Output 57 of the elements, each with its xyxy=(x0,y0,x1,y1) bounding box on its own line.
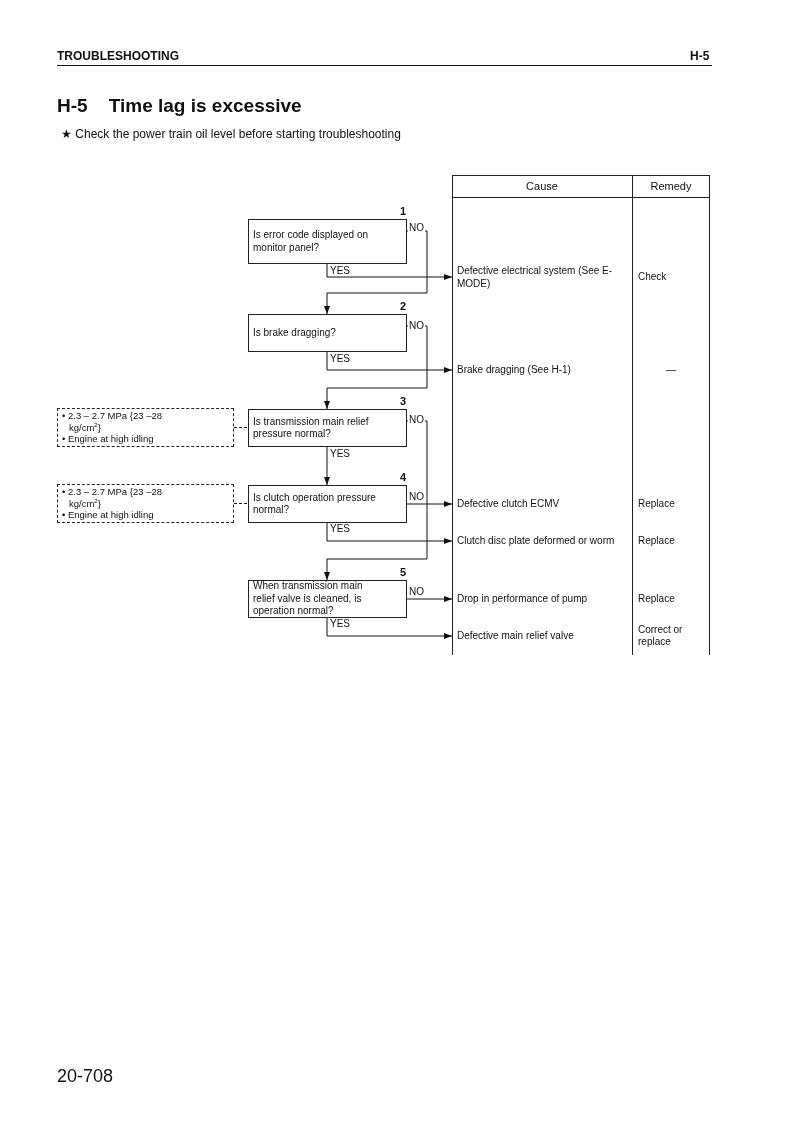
edge-label: NO xyxy=(408,320,425,331)
page-header: TROUBLESHOOTING xyxy=(57,49,179,64)
edge-label: NO xyxy=(408,414,425,425)
arrow xyxy=(326,351,453,373)
arrow xyxy=(326,617,453,639)
cause-text: Clutch disc plate deformed or worm xyxy=(457,534,627,548)
edge-label: NO xyxy=(408,222,425,233)
arrow xyxy=(324,325,428,410)
question-text: Is error code displayed on monitor panel? xyxy=(253,229,370,254)
arrow xyxy=(326,263,453,280)
edge-label: YES xyxy=(329,353,351,364)
cause-text: Defective main relief valve xyxy=(457,629,627,643)
condition-text: • 2.3 – 2.7 MPa {23 –28 kg/cm$^{2}$} xyxy=(62,486,163,510)
note: ★ Check the power train oil level before starting troubleshooting xyxy=(61,127,401,142)
edge-label: YES xyxy=(329,618,351,629)
arrow xyxy=(324,446,330,486)
question-text: Is clutch operation pressure normal? xyxy=(253,491,377,517)
step-number: 4 xyxy=(399,471,406,483)
section-code: H-5 xyxy=(690,49,710,64)
condition-text: • 2.3 – 2.7 MPa {23 –28 kg/cm$^{2}$} xyxy=(62,410,163,434)
remedy-text: Correct or replace xyxy=(638,624,684,648)
arrow xyxy=(406,501,453,507)
step-number: 5 xyxy=(399,566,406,578)
page-number: 20-708 xyxy=(57,1066,114,1088)
dashed-connector xyxy=(233,503,249,504)
remedy-text: Check xyxy=(638,271,667,283)
question-text: Is brake dragging? xyxy=(253,326,336,340)
cause-text: Defective electrical system (See E-MODE) xyxy=(457,264,627,290)
edge-label: NO xyxy=(408,491,425,502)
condition-text: • Engine at high idling xyxy=(62,433,155,445)
step-number: 1 xyxy=(399,205,406,217)
page-title: H-5 Time lag is excessive xyxy=(57,95,302,117)
remedy-text: — xyxy=(665,364,677,376)
arrow xyxy=(324,230,428,315)
step-number: 3 xyxy=(399,395,406,407)
condition-note-box xyxy=(57,408,234,447)
step-number: 2 xyxy=(399,300,406,312)
arrow xyxy=(406,596,453,602)
cause-text: Brake dragging (See H-1) xyxy=(457,363,627,377)
question-text: When transmission main relief valve is cleaned, is operation normal? xyxy=(253,580,364,618)
arrow xyxy=(326,522,453,544)
dashed-connector xyxy=(233,427,249,428)
question-text: Is transmission main relief pressure normal? xyxy=(253,415,370,441)
edge-label: YES xyxy=(329,265,351,276)
edge-label: YES xyxy=(329,523,351,534)
cause-text: Drop in performance of pump xyxy=(457,592,627,606)
edge-label: NO xyxy=(408,586,425,597)
remedy-text: Replace xyxy=(638,593,675,605)
remedy-text: Replace xyxy=(638,498,675,510)
condition-text: • Engine at high idling xyxy=(62,509,155,521)
condition-note-box xyxy=(57,484,234,523)
edge-label: YES xyxy=(329,448,351,459)
column-header: Remedy xyxy=(649,180,693,194)
cause-text: Defective clutch ECMV xyxy=(457,497,627,511)
remedy-text: Replace xyxy=(638,535,675,547)
column-header: Cause xyxy=(525,180,559,194)
arrow xyxy=(324,420,428,581)
